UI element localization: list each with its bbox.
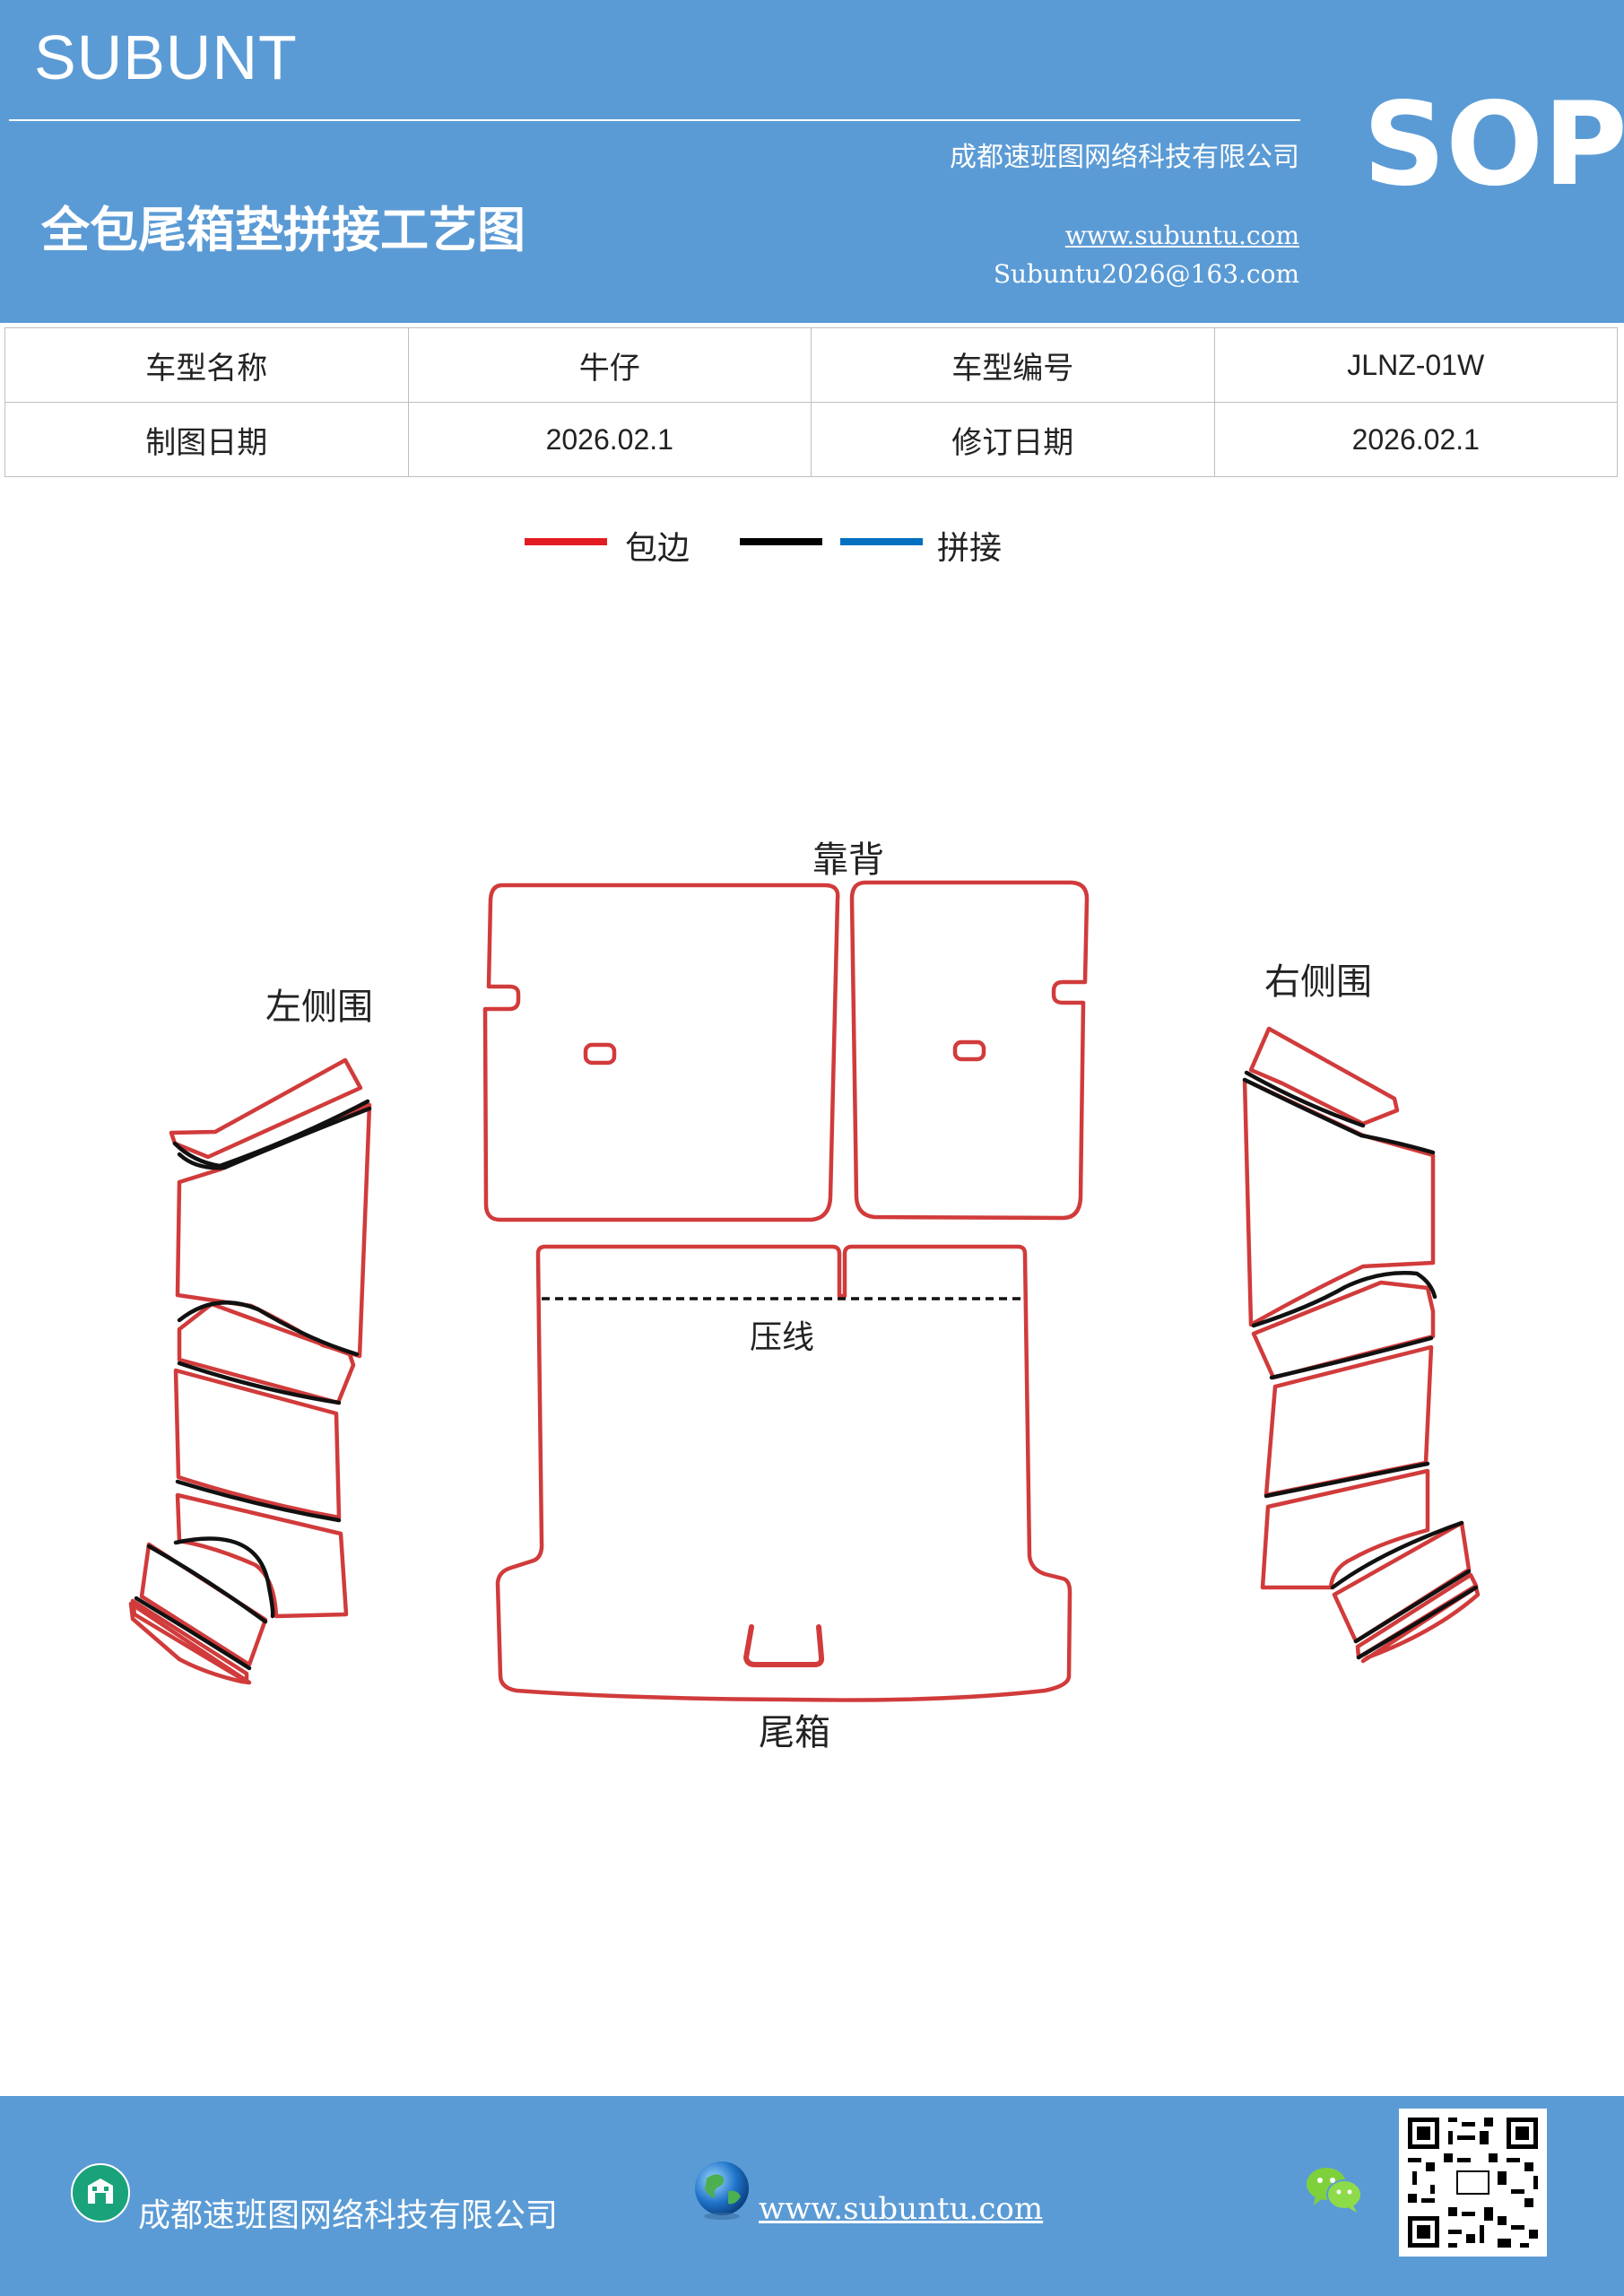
right-seam-5 (1264, 1461, 1430, 1499)
trunk-notch (743, 1624, 825, 1667)
sop-badge: SOP (1363, 78, 1624, 212)
table-cell: 2026.02.1 (1213, 402, 1618, 477)
legend-swatch-black (740, 538, 822, 545)
backrest-right-panel (849, 880, 1090, 1221)
table-cell: 2026.02.1 (407, 402, 812, 477)
table-cell: 车型编号 (811, 327, 1215, 403)
globe-icon (695, 2161, 749, 2220)
qr-code[interactable] (1399, 2109, 1547, 2257)
right-side-panel-8 (1360, 1585, 1481, 1664)
right-side-panel-4 (1264, 1344, 1434, 1498)
label-press-line: 压线 (750, 1319, 814, 1356)
backrest-left-panel (482, 883, 840, 1222)
header-divider (9, 119, 1300, 121)
right-side-panel-5 (1260, 1468, 1430, 1590)
footer-website[interactable]: www.subuntu.com (759, 2191, 1044, 2227)
legend-swatch-red (525, 538, 607, 545)
label-right-side: 右侧围 (1264, 961, 1372, 1003)
right-seam-1 (1242, 1077, 1436, 1155)
table-row: 车型名称 牛仔 车型编号 JLNZ-01W (4, 327, 1618, 403)
left-seam-8 (134, 1596, 252, 1671)
table-cell: JLNZ-01W (1213, 327, 1618, 403)
footer-company: 成都速班图网络科技有限公司 (138, 2197, 559, 2234)
legend-label: 包边 (625, 530, 690, 567)
table-cell: 车型名称 (4, 327, 409, 403)
right-seam-2 (1244, 1070, 1366, 1128)
label-backrest: 靠背 (812, 839, 884, 881)
label-left-side: 左侧围 (265, 987, 373, 1028)
trunk-mat-diagram: 靠背 左侧围 右侧围 压线 尾箱 (128, 839, 1481, 1753)
left-seam-5 (175, 1479, 342, 1523)
header-banner: SUBUNT 成都速班图网络科技有限公司 全包尾箱垫拼接工艺图 www.subu… (0, 0, 1624, 323)
vehicle-info-table: 车型名称 牛仔 车型编号 JLNZ-01W 制图日期 2026.02.1 修订日… (4, 327, 1618, 477)
right-side-panel-7 (1355, 1572, 1479, 1660)
left-seam-4 (177, 1361, 342, 1405)
backrest-left-slot (583, 1042, 617, 1065)
document-title: 全包尾箱垫拼接工艺图 (41, 201, 525, 258)
left-side-panel-4 (173, 1368, 342, 1520)
left-seam-1 (172, 1099, 370, 1169)
left-seam-7 (146, 1544, 268, 1624)
label-trunk: 尾箱 (759, 1712, 830, 1753)
table-cell: 制图日期 (4, 402, 409, 477)
right-seam-4 (1269, 1335, 1434, 1380)
legend-swatch-blue (840, 538, 923, 545)
left-side-panel-8 (128, 1601, 252, 1685)
right-seam-8 (1356, 1585, 1479, 1660)
footer-banner: 成都速班图网络科技有限公司 www.subuntu.com (0, 2096, 1624, 2296)
table-cell: 牛仔 (407, 327, 812, 403)
company-name: 成都速班图网络科技有限公司 (950, 142, 1299, 173)
right-seam-7 (1353, 1569, 1472, 1644)
left-seam-2 (177, 1106, 372, 1170)
brand-name: SUBUNT (34, 22, 298, 92)
right-seam-6 (1330, 1520, 1464, 1590)
left-side-panel-1 (169, 1057, 363, 1160)
wechat-icon[interactable] (1305, 2162, 1364, 2216)
table-row: 制图日期 2026.02.1 修订日期 2026.02.1 (4, 402, 1618, 477)
website-link[interactable]: www.subuntu.com (1064, 221, 1299, 250)
right-side-panel-3 (1251, 1280, 1436, 1380)
right-seam-3 (1251, 1271, 1437, 1328)
email-address[interactable]: Subuntu2026@163.com (993, 259, 1299, 289)
left-side-panel-5 (175, 1492, 349, 1619)
table-cell: 修订日期 (811, 402, 1215, 477)
left-seam-3 (177, 1300, 360, 1357)
backrest-right-slot (952, 1039, 986, 1062)
right-side-panel-2 (1242, 1077, 1436, 1327)
legend-label: 拼接 (937, 530, 1003, 567)
left-seam-6 (173, 1536, 275, 1619)
building-icon (71, 2163, 130, 2222)
legend: 包边 拼接 (525, 522, 1063, 576)
trunk-floor-mat (495, 1244, 1073, 1702)
